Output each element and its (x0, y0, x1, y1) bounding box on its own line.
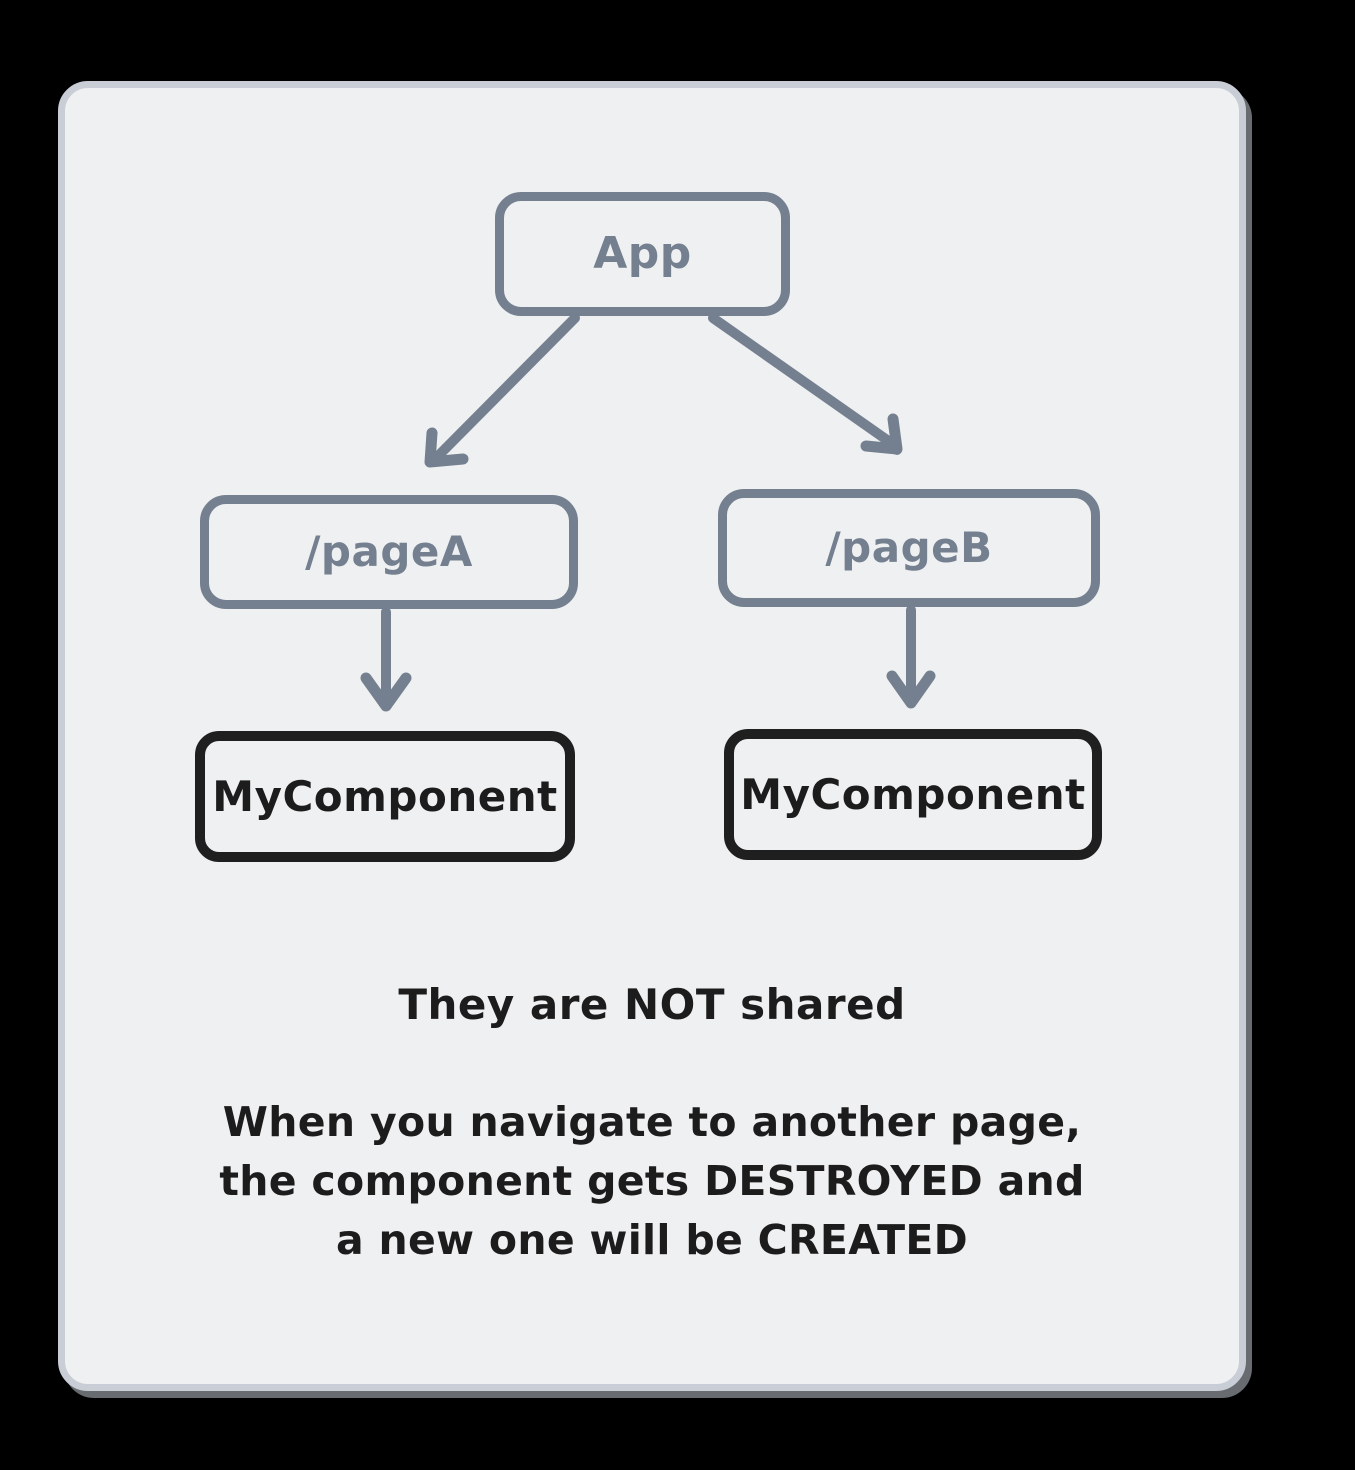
caption-body-line-2: the component gets DESTROYED and (219, 1157, 1085, 1206)
node-mycomponent-b[interactable]: MyComponent (724, 729, 1102, 860)
node-mycomponent-b-label: MyComponent (740, 769, 1086, 819)
node-page-b[interactable]: /pageB (718, 489, 1100, 607)
caption-body-line-1: When you navigate to another page, (222, 1098, 1082, 1146)
node-app[interactable]: App (495, 192, 790, 316)
node-mycomponent-a[interactable]: MyComponent (195, 731, 575, 862)
node-app-label: App (593, 228, 692, 279)
caption-headline: They are NOT shared (398, 980, 906, 1029)
node-page-b-label: /pageB (825, 523, 993, 572)
node-mycomponent-a-label: MyComponent (212, 771, 558, 821)
node-page-a[interactable]: /pageA (200, 495, 578, 609)
caption-body-line-3: a new one will be CREATED (336, 1216, 968, 1265)
node-page-a-label: /pageA (305, 527, 473, 576)
caption-body: When you navigate to another page, the c… (58, 1093, 1246, 1270)
